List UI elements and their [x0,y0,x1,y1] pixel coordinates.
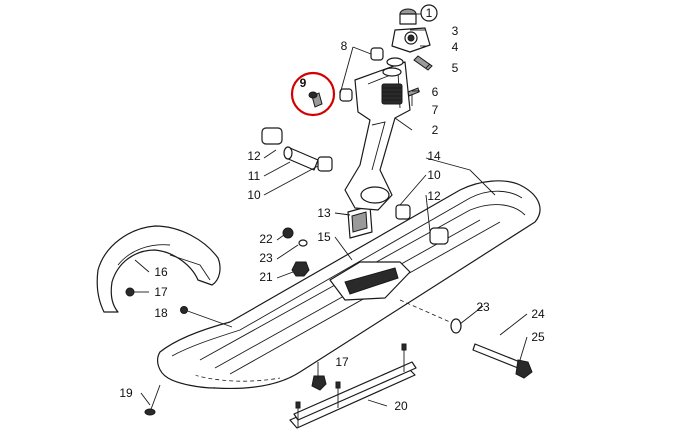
wear-bar [289,343,417,429]
callout-7: 7 [432,103,439,117]
callouts: 1 2 3 4 5 6 7 8 9 10 10 11 12 12 13 14 1… [119,4,545,413]
callout-15: 15 [317,230,331,244]
spindle-bolt [399,299,533,379]
callout-17-bottom: 17 [335,355,349,369]
callout-14: 14 [427,149,441,163]
ski-loop [96,225,233,328]
part-9-bolt [308,91,323,108]
callout-11: 11 [248,169,261,183]
callout-25: 25 [531,330,545,344]
callout-10-right: 10 [427,168,441,182]
callout-24: 24 [531,307,545,321]
callout-13: 13 [317,206,331,220]
callout-17-left: 17 [154,285,168,299]
nut-hardware [282,227,310,277]
callout-19: 19 [119,386,133,400]
rear-screw [144,384,161,416]
callout-22: 22 [259,232,273,246]
callout-12-right: 12 [427,189,441,203]
callout-16: 16 [154,265,168,279]
callout-20: 20 [394,399,408,413]
callout-23-left: 23 [259,251,273,265]
callout-4: 4 [452,40,459,54]
callout-8: 8 [341,39,348,53]
callout-21: 21 [259,270,273,284]
callout-10-left: 10 [247,188,261,202]
callout-5: 5 [452,61,459,75]
callout-2: 2 [432,123,439,137]
highlight-ring [290,71,336,117]
bushings [261,47,449,245]
callout-18: 18 [154,306,168,320]
callout-6: 6 [432,85,439,99]
spindle [344,61,411,211]
ski-saddle [329,205,411,301]
leader-lines [134,13,528,407]
callout-3: 3 [452,24,459,38]
callout-9: 9 [300,76,307,90]
callout-23-right: 23 [476,300,490,314]
callout-1: 1 [426,6,433,20]
callout-12-left: 12 [247,149,261,163]
